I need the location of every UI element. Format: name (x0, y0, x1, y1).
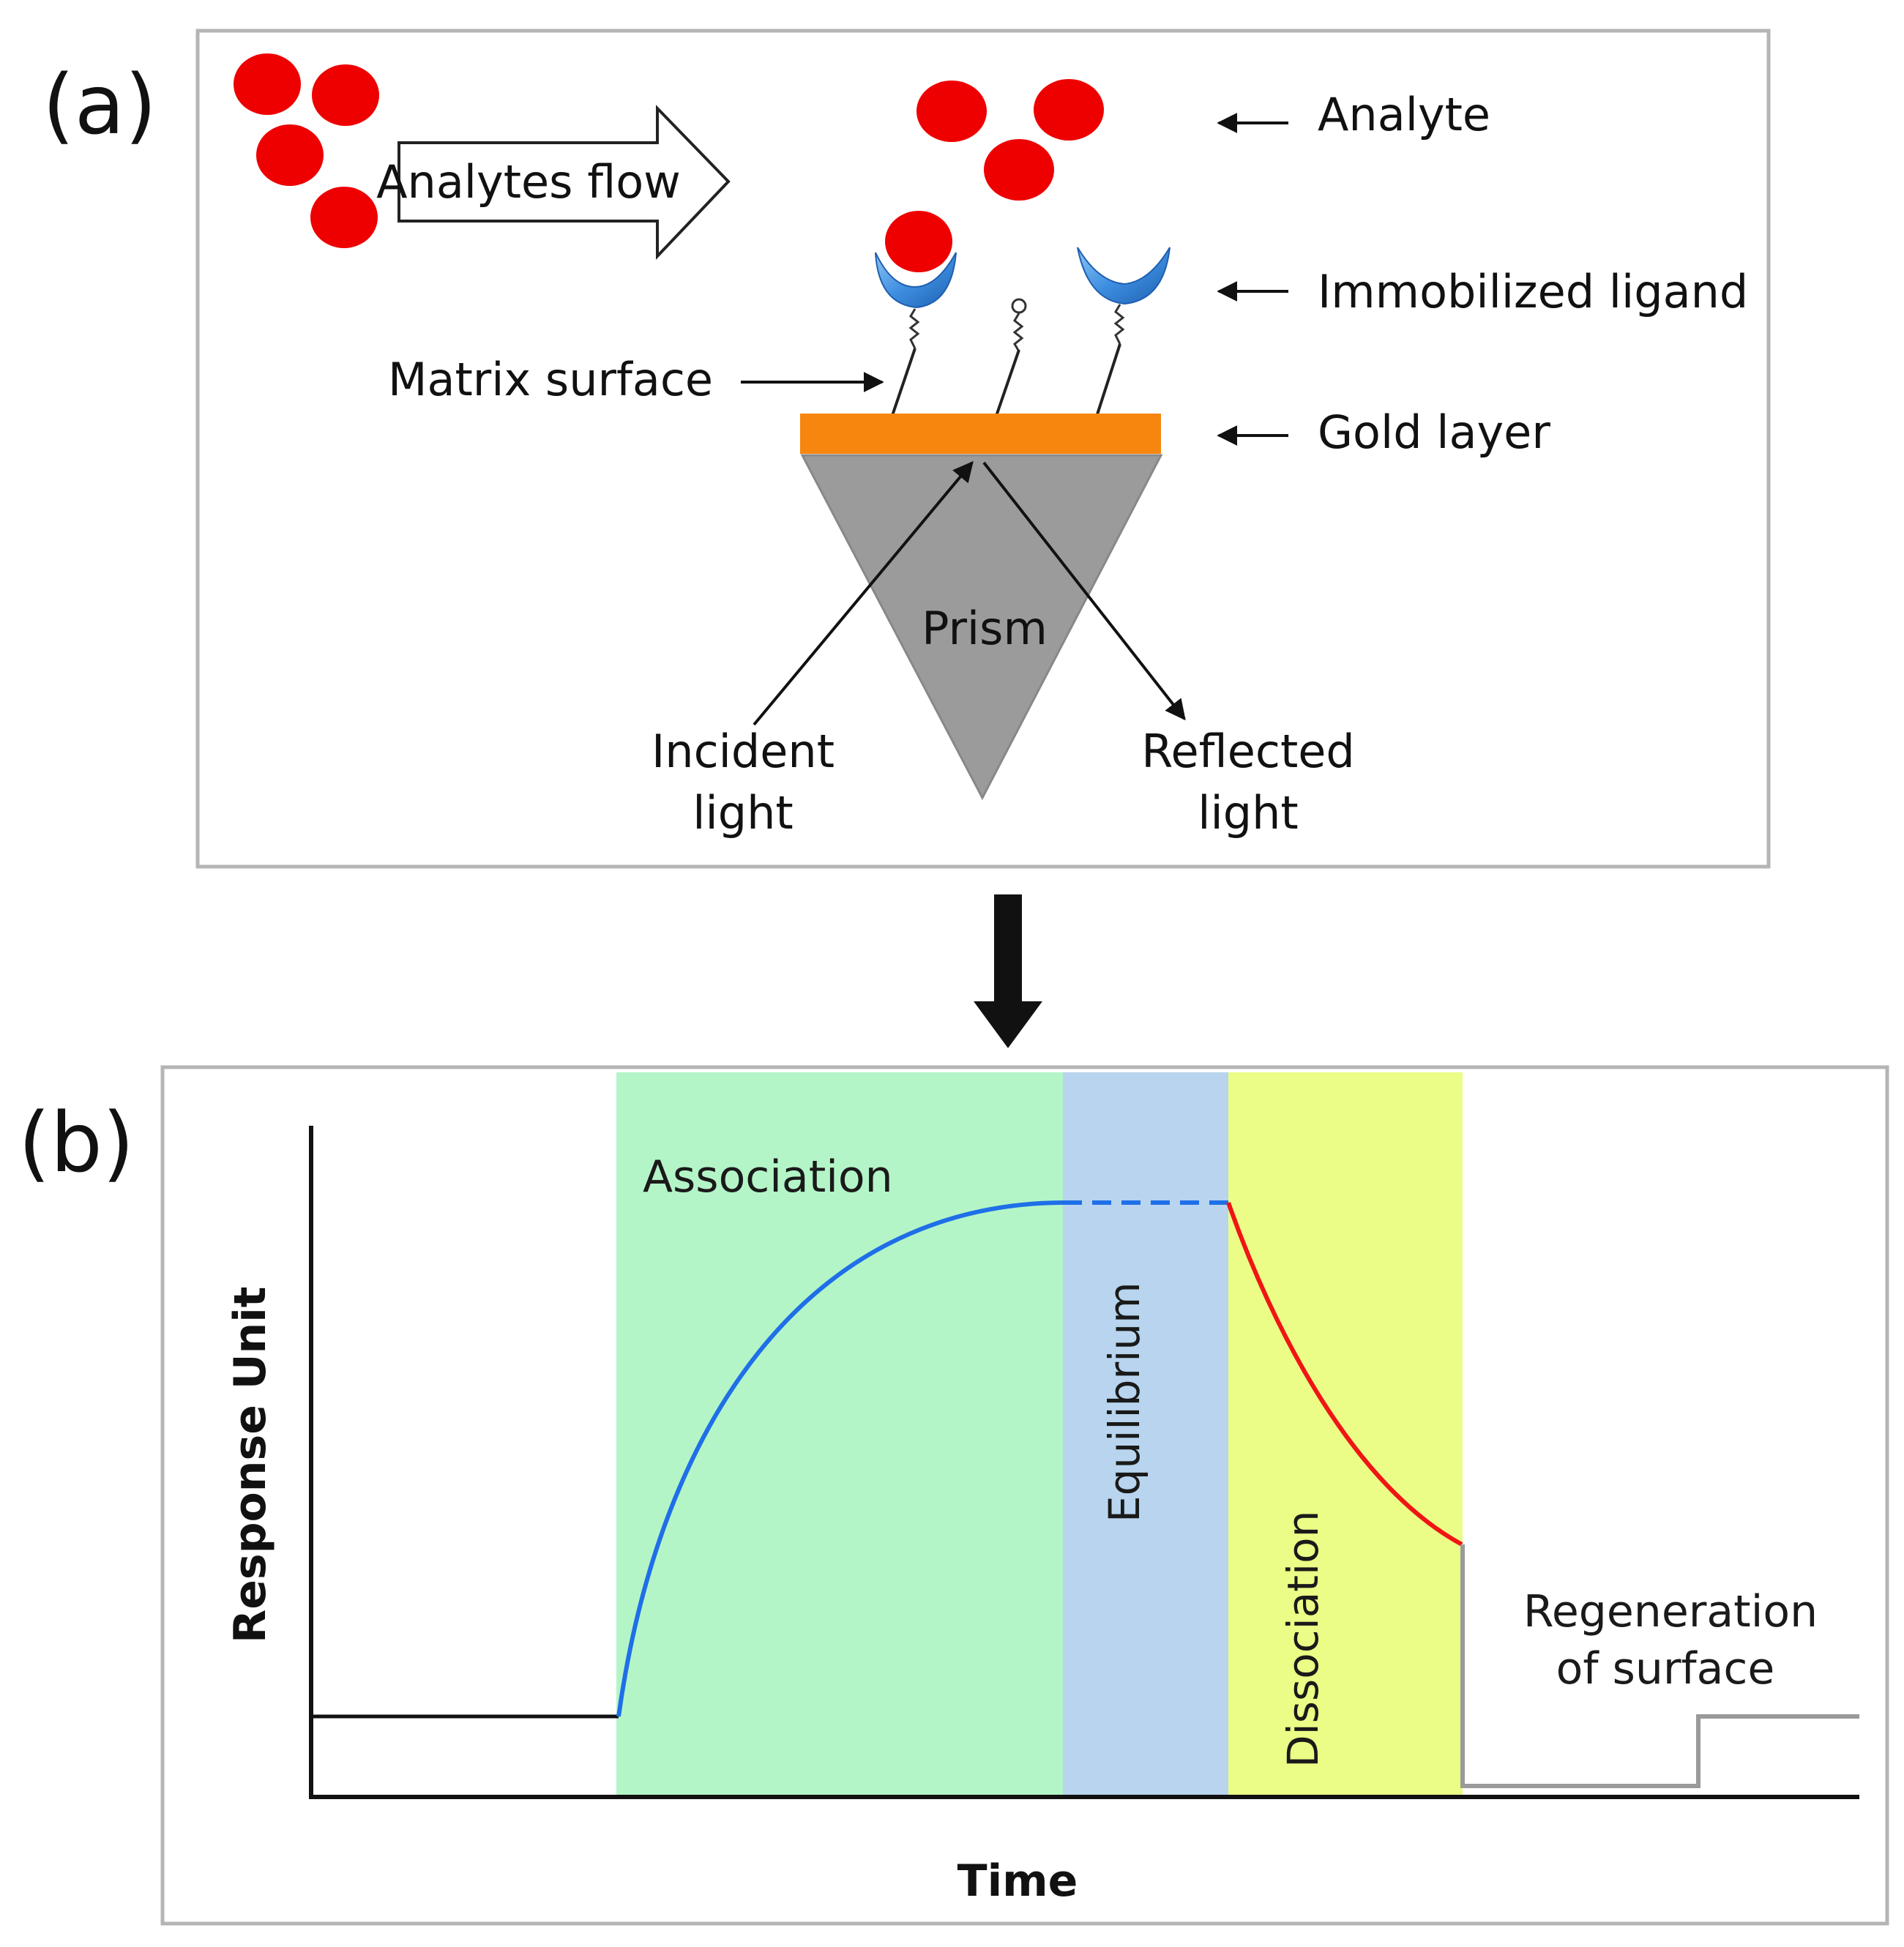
ligand-left (875, 211, 957, 440)
panel-b-letter: (b) (18, 1096, 134, 1191)
bound-analyte-circle (885, 211, 952, 272)
dissociation-label: Dissociation (1278, 1511, 1328, 1768)
panel-connector-arrow (974, 894, 1042, 1048)
regeneration-label-line1: Regeneration (1523, 1586, 1818, 1637)
matrix-tether (987, 298, 1027, 440)
analyte-group-right (916, 79, 1104, 201)
regeneration-trace (1460, 1544, 1859, 1788)
reflected-light-ray (982, 461, 1186, 721)
analyte-circle (1034, 79, 1104, 141)
dissociation-curve (1226, 1202, 1463, 1547)
reflected-label-line1: Reflected (1141, 725, 1355, 778)
analyte-circle (312, 64, 379, 126)
equilibrium-region (1063, 1072, 1228, 1797)
analyte-circle (310, 187, 378, 248)
prism (800, 454, 1163, 801)
association-region (616, 1072, 1063, 1797)
analytes-flow-arrow: Analytes flow (376, 105, 731, 261)
x-axis-label: Time (957, 1856, 1078, 1907)
y-axis-label: Response Unit (225, 1287, 276, 1643)
gold-label: Gold layer (1318, 406, 1550, 459)
reflected-label-line2: light (1198, 786, 1298, 840)
panel-a-letter: (a) (42, 58, 157, 153)
incident-light-ray (753, 460, 974, 726)
analyte-group-left (234, 53, 379, 248)
gold-layer (800, 414, 1161, 454)
incident-label-line1: Incident (652, 725, 835, 778)
analytes-flow-label: Analytes flow (376, 155, 681, 209)
incident-label-line2: light (692, 786, 793, 840)
regeneration-label-line2: of surface (1556, 1643, 1775, 1694)
prism-label: Prism (922, 602, 1048, 655)
analyte-circle (256, 124, 324, 186)
equilibrium-label: Equilibrium (1100, 1282, 1149, 1522)
association-curve (616, 1200, 1064, 1717)
analyte-circle (984, 139, 1054, 201)
association-label: Association (643, 1151, 893, 1203)
analyte-circle (234, 53, 301, 115)
analyte-label: Analyte (1318, 88, 1490, 141)
analyte-circle (916, 81, 987, 142)
ligand-label: Immobilized ligand (1318, 265, 1748, 318)
matrix-surface-label: Matrix surface (388, 353, 713, 406)
